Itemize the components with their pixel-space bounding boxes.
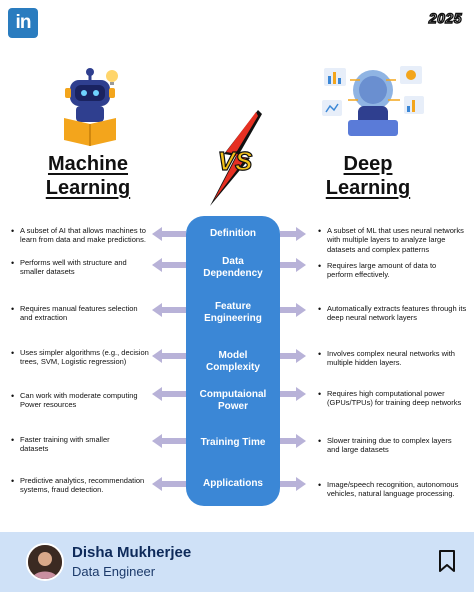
deep-learning-brain-illustration xyxy=(322,66,424,136)
year-badge: 2025 xyxy=(428,9,462,26)
ml-computational-power-text: Can work with moderate computing Power r… xyxy=(11,391,150,410)
vs-text: VS xyxy=(218,146,253,176)
row-label-applications: Applications xyxy=(202,478,263,489)
dl-training-time-text: Slower training due to complex layers an… xyxy=(318,436,463,455)
row-label-feature-engineering: Feature Engineering xyxy=(204,301,262,324)
row-label-computational-power: Computaional Power xyxy=(199,389,267,412)
linkedin-logo-icon[interactable]: in xyxy=(8,8,38,38)
comparison-center-column xyxy=(186,216,280,506)
left-arrow-icon xyxy=(152,227,186,491)
ml-data-dependency-text: Performs well with structure and smaller… xyxy=(11,258,150,277)
dl-model-complexity-text: Involves complex neural networks with mu… xyxy=(318,349,467,368)
deep-learning-title: Deep Learning xyxy=(325,153,411,199)
dl-definition-text: A subset of ML that uses neural networks… xyxy=(318,226,467,254)
bookmark-icon[interactable] xyxy=(438,550,456,572)
row-label-definition: Definition xyxy=(209,228,257,239)
row-label-training-time: Training Time xyxy=(200,437,266,448)
author-photo-icon xyxy=(28,545,62,579)
avatar[interactable] xyxy=(26,543,64,581)
right-arrow-icon xyxy=(280,227,306,491)
ml-definition-text: A subset of AI that allows machines to l… xyxy=(11,226,156,245)
author-role: Data Engineer xyxy=(72,564,156,579)
machine-learning-title: Machine Learning xyxy=(45,153,131,199)
ml-applications-text: Predictive analytics, recommendation sys… xyxy=(11,476,148,495)
author-footer xyxy=(0,532,474,592)
ml-feature-engineering-text: Requires manual features selection and e… xyxy=(11,304,150,323)
arrow-layer xyxy=(152,227,306,491)
ml-training-time-text: Faster training with smaller datasets xyxy=(11,435,140,454)
ml-model-complexity-text: Uses simpler algorithms (e.g., decision … xyxy=(11,348,156,367)
author-name: Disha Mukherjee xyxy=(72,544,192,561)
row-label-model-complexity: Model Complexity xyxy=(206,350,260,373)
dl-computational-power-text: Requires high computational power (GPUs/… xyxy=(318,389,467,408)
robot-reading-illustration xyxy=(64,68,118,146)
row-label-data-dependency: Data Dependency xyxy=(203,256,263,279)
dl-applications-text: Image/speech recognition, autonomous veh… xyxy=(318,480,467,499)
versus-lightning-icon: VS xyxy=(210,110,262,206)
dl-feature-engineering-text: Automatically extracts features through … xyxy=(318,304,467,323)
dl-data-dependency-text: Requires large amount of data to perform… xyxy=(318,261,461,280)
